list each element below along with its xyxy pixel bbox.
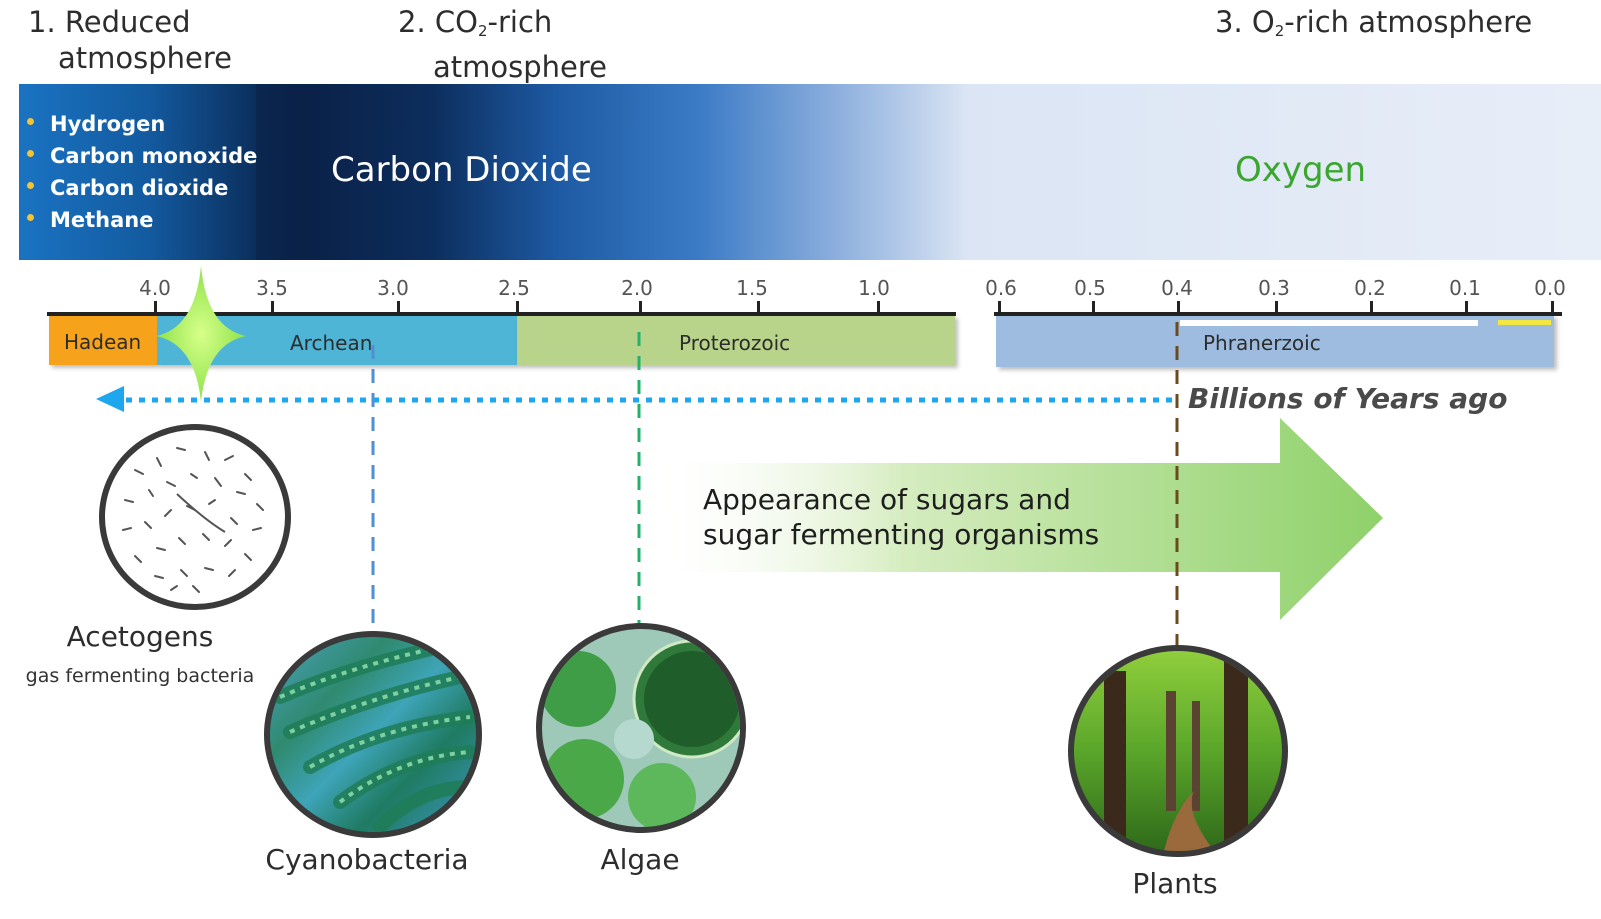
axis-tick (998, 301, 1001, 313)
tick-label: 3.0 (377, 276, 409, 300)
bullet-icon (27, 213, 34, 221)
heading-number: 2. (398, 5, 426, 39)
plants-image (1068, 645, 1288, 857)
algae-caption: Algae (600, 843, 680, 876)
era-label: Archean (290, 331, 373, 355)
gas-name: Carbon monoxide (50, 144, 258, 168)
big-arrow-icon (648, 418, 1383, 620)
axis-tick (1370, 301, 1373, 313)
heading-line2: atmosphere (433, 50, 607, 84)
arrow-text-line: Appearance of sugars and (703, 483, 1071, 516)
acetogens-image (99, 424, 291, 610)
acetogens-caption: Acetogens (66, 620, 214, 653)
tick-label: 0.2 (1354, 276, 1386, 300)
reduced-atmosphere-heading: 1. Reduced atmosphere (28, 4, 232, 76)
era-label: Proterozoic (679, 331, 791, 355)
axis-tick (397, 301, 400, 313)
sugar-arrow-text: Appearance of sugars and sugar fermentin… (703, 482, 1099, 552)
star-icon (156, 266, 246, 402)
tick-label: 2.0 (621, 276, 653, 300)
co2-rich-atmosphere-heading: 2. CO2-rich atmosphere (398, 4, 607, 85)
axis-tick (516, 301, 519, 313)
heading-subscript: 2 (477, 22, 488, 40)
axis-tick (154, 301, 157, 313)
gas-list: Hydrogen Carbon monoxide Carbon dioxide … (27, 108, 257, 236)
tick-label: 2.5 (498, 276, 530, 300)
acetogens-subtitle: gas fermenting bacteria (25, 665, 255, 687)
tick-label: 0.6 (985, 276, 1017, 300)
tick-label: 3.5 (256, 276, 288, 300)
axis-tick (757, 301, 760, 313)
forest-icon (1104, 661, 1248, 851)
gas-list-item: Carbon monoxide (27, 140, 257, 172)
era-label: Phranerzoic (1203, 331, 1321, 355)
heading-formula: CO (434, 5, 478, 39)
reduced-atmosphere-section (19, 84, 256, 260)
axis-tick (877, 301, 880, 313)
arrow-text-line: sugar fermenting organisms (703, 518, 1100, 551)
heading-formula: O (1251, 5, 1275, 39)
tick-label: 0.5 (1074, 276, 1106, 300)
gas-name: Carbon dioxide (50, 176, 229, 200)
tick-label: 0.0 (1534, 276, 1566, 300)
gas-name: Methane (50, 208, 154, 232)
heading-subscript: 2 (1274, 22, 1285, 40)
axis-label: Billions of Years ago (1188, 382, 1508, 415)
oxygen-label: Oxygen (1235, 150, 1367, 190)
phanerozoic-white-bar (1180, 320, 1478, 326)
cyanobacteria-caption: Cyanobacteria (265, 843, 469, 876)
arrow-left-icon (96, 386, 124, 412)
tick-label: 0.3 (1258, 276, 1290, 300)
axis-line-right (994, 312, 1562, 316)
axis-tick (1465, 301, 1468, 313)
bacteria-sketch-icon (122, 447, 264, 593)
carbon-dioxide-label: Carbon Dioxide (331, 150, 592, 190)
o2-rich-atmosphere-heading: 3. O2-rich atmosphere (1215, 4, 1532, 49)
tick-label: 0.1 (1449, 276, 1481, 300)
heading-suffix: -rich atmosphere (1284, 5, 1533, 39)
axis-tick (1551, 301, 1554, 313)
tick-label: 1.5 (736, 276, 768, 300)
cyanobacteria-filaments-icon (273, 640, 476, 832)
tick-label: 1.0 (858, 276, 890, 300)
heading-suffix: -rich (487, 5, 553, 39)
heading-line1: Reduced (64, 5, 191, 39)
axis-tick (1092, 301, 1095, 313)
bullet-icon (27, 181, 34, 189)
axis-line-left (47, 312, 956, 316)
bullet-icon (27, 117, 34, 125)
era-hadean (49, 315, 157, 365)
axis-tick (1275, 301, 1278, 313)
algae-cells-icon (542, 639, 740, 827)
phanerozoic-yellow-bar (1498, 320, 1551, 325)
heading-line2: atmosphere (58, 41, 232, 75)
tick-label: 4.0 (139, 276, 171, 300)
gas-name: Hydrogen (50, 112, 166, 136)
axis-tick (271, 301, 274, 313)
heading-number: 1. (28, 5, 56, 39)
gas-list-item: Hydrogen (27, 108, 257, 140)
atmosphere-band (19, 84, 1601, 260)
heading-number: 3. (1215, 5, 1243, 39)
axis-tick (639, 301, 642, 313)
era-label: Hadean (64, 330, 142, 354)
cyanobacteria-image (264, 631, 482, 838)
gas-list-item: Carbon dioxide (27, 172, 257, 204)
era-proterozoic (517, 315, 955, 365)
algae-image (536, 623, 746, 833)
gas-list-item: Methane (27, 204, 257, 236)
tick-label: 0.4 (1161, 276, 1193, 300)
plants-caption: Plants (1132, 867, 1218, 900)
bullet-icon (27, 149, 34, 157)
axis-tick (1177, 301, 1180, 313)
